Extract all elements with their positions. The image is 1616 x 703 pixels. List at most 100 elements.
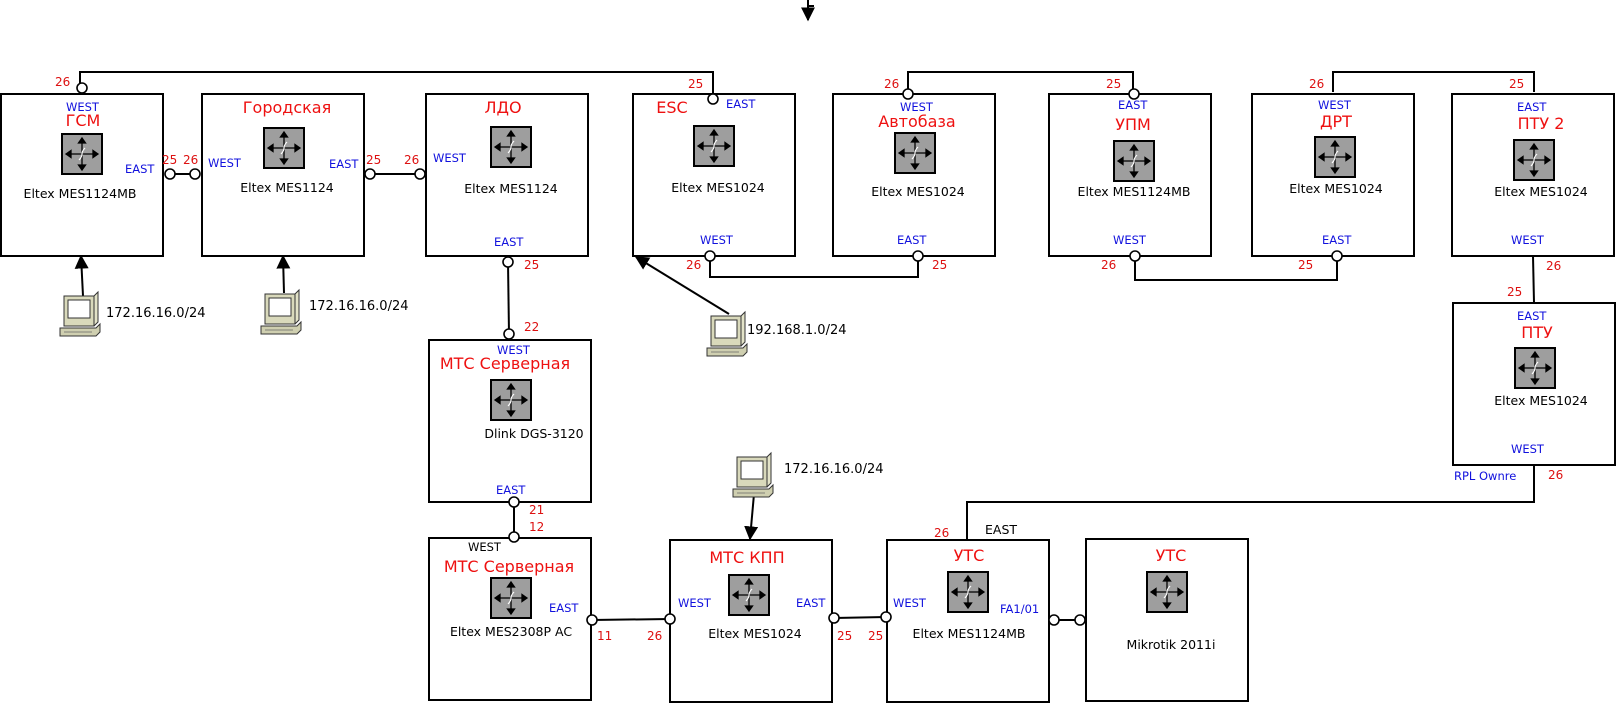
cables bbox=[74, 71, 1535, 621]
device-mts-serv-dlink[interactable] bbox=[428, 339, 592, 503]
device-name-ptu2: ПТУ 2 bbox=[1518, 114, 1565, 133]
switch-icon bbox=[61, 133, 103, 175]
cable-ldo-mts-serv bbox=[507, 261, 510, 335]
port-circle[interactable] bbox=[707, 93, 719, 105]
subnet-label-esc: 192.168.1.0/24 bbox=[747, 323, 847, 338]
device-model-mikrotik: Mikrotik 2011i bbox=[1127, 637, 1216, 652]
port-number: 26 bbox=[183, 153, 198, 167]
switch-icon bbox=[490, 577, 532, 619]
port-circle[interactable] bbox=[364, 168, 376, 180]
computer-icon[interactable] bbox=[732, 452, 774, 498]
port-circle[interactable] bbox=[912, 250, 924, 262]
device-mikrotik[interactable] bbox=[1085, 538, 1249, 702]
port-number: 25 bbox=[837, 629, 852, 643]
port-circle[interactable] bbox=[1331, 250, 1343, 262]
port-number: 25 bbox=[366, 153, 381, 167]
switch-icon bbox=[490, 126, 532, 168]
computer-icon[interactable] bbox=[706, 311, 748, 357]
west-label-mts-kpp: WEST bbox=[678, 596, 712, 610]
port-circle[interactable] bbox=[902, 88, 914, 100]
port-number: 25 bbox=[688, 77, 703, 91]
east-label-avtobaza: EAST bbox=[897, 233, 927, 247]
device-mts-serv-eltex[interactable] bbox=[428, 537, 592, 701]
device-name-mts-kpp: МТС КПП bbox=[709, 548, 784, 567]
port-number: 25 bbox=[1106, 77, 1121, 91]
port-circle[interactable] bbox=[414, 168, 426, 180]
cable-upm-drt bbox=[1134, 256, 1338, 281]
device-gorod[interactable] bbox=[201, 93, 365, 257]
port-circle[interactable] bbox=[189, 168, 201, 180]
west-label-esc: WEST bbox=[700, 233, 734, 247]
cable-pc-gorod bbox=[276, 254, 291, 294]
port-number: 22 bbox=[524, 320, 539, 334]
west-label-ptu: WEST bbox=[1511, 442, 1545, 456]
switch-icon bbox=[728, 574, 770, 616]
cable-pc-kpp bbox=[744, 493, 759, 541]
device-names: ГСМ Городская ЛДО ESC Автобаза УПМ ДРТ П… bbox=[66, 98, 1565, 576]
device-name-mts-serv-dlink: МТС Серверная bbox=[440, 354, 570, 373]
port-circle[interactable] bbox=[508, 531, 520, 543]
port-number: 25 bbox=[1298, 258, 1313, 272]
cable-pc-gsm bbox=[74, 254, 89, 297]
port-number: 26 bbox=[884, 77, 899, 91]
switch-icon bbox=[1314, 136, 1356, 178]
device-avtobaza[interactable] bbox=[832, 93, 996, 257]
device-esc[interactable] bbox=[632, 93, 796, 257]
east-label-drt: EAST bbox=[1322, 233, 1352, 247]
device-name-mts-serv-eltex: МТС Серверная bbox=[444, 557, 574, 576]
port-circle[interactable] bbox=[586, 614, 598, 626]
west-label-avtobaza: WEST bbox=[900, 100, 934, 114]
computer-icon[interactable] bbox=[260, 289, 302, 335]
east-label-mts-serv-dlink: EAST bbox=[496, 483, 526, 497]
device-ldo[interactable] bbox=[425, 93, 589, 257]
subnet-label-gorod: 172.16.16.0/24 bbox=[309, 299, 409, 314]
port-number: 21 bbox=[529, 503, 544, 517]
computer-icon[interactable] bbox=[59, 291, 101, 337]
west-label-ptu2: WEST bbox=[1511, 233, 1545, 247]
port-number: 12 bbox=[529, 520, 544, 534]
switch-icon bbox=[894, 132, 936, 174]
port-circle[interactable] bbox=[1048, 614, 1060, 626]
cable-kpp-uts bbox=[833, 616, 887, 619]
device-name-gsm: ГСМ bbox=[66, 111, 101, 130]
port-number: 26 bbox=[1309, 77, 1324, 91]
side-labels: WEST EAST WEST EAST WEST EAST EAST WEST … bbox=[66, 97, 1547, 616]
port-number: 26 bbox=[1546, 259, 1561, 273]
east-label-uts: EAST bbox=[985, 522, 1017, 537]
port-circle[interactable] bbox=[1074, 614, 1086, 626]
port-number: 26 bbox=[404, 153, 419, 167]
port-circle[interactable] bbox=[508, 496, 520, 508]
switch-icon bbox=[1514, 347, 1556, 389]
port-number: 26 bbox=[55, 75, 70, 89]
device-model-gsm: Eltex MES1124MB bbox=[24, 186, 137, 201]
west-label-gorod: WEST bbox=[208, 156, 242, 170]
port-circle[interactable] bbox=[828, 612, 840, 624]
device-name-ldo: ЛДО bbox=[484, 98, 521, 117]
port-circle[interactable] bbox=[76, 82, 88, 94]
east-label-ptu2: EAST bbox=[1517, 100, 1547, 114]
port-circle[interactable] bbox=[164, 168, 176, 180]
east-label-gsm: EAST bbox=[125, 162, 155, 176]
west-label-uts: WEST bbox=[893, 596, 927, 610]
port-circle[interactable] bbox=[1129, 250, 1141, 262]
device-model-mts-serv-eltex: Eltex MES2308P AC bbox=[450, 624, 572, 639]
port-circle[interactable] bbox=[704, 250, 716, 262]
port-number: 26 bbox=[934, 526, 949, 540]
east-label-upm: EAST bbox=[1118, 98, 1148, 112]
west-label-drt: WEST bbox=[1318, 98, 1352, 112]
subnet-label-gsm: 172.16.16.0/24 bbox=[106, 306, 206, 321]
port-circle[interactable] bbox=[880, 611, 892, 623]
device-model-esc: Eltex MES1024 bbox=[671, 180, 765, 195]
port-circle[interactable] bbox=[502, 256, 514, 268]
port-circle[interactable] bbox=[503, 328, 515, 340]
port-number: 25 bbox=[524, 258, 539, 272]
computer-icons bbox=[59, 289, 774, 498]
port-circle[interactable] bbox=[1128, 88, 1140, 100]
port-circle[interactable] bbox=[664, 613, 676, 625]
cable-pc-esc bbox=[634, 256, 730, 315]
device-model-upm: Eltex MES1124MB bbox=[1078, 184, 1191, 199]
network-labels: 172.16.16.0/24 172.16.16.0/24 192.168.1.… bbox=[106, 299, 884, 477]
west-label-gsm: WEST bbox=[66, 100, 100, 114]
device-gsm[interactable] bbox=[0, 93, 164, 257]
